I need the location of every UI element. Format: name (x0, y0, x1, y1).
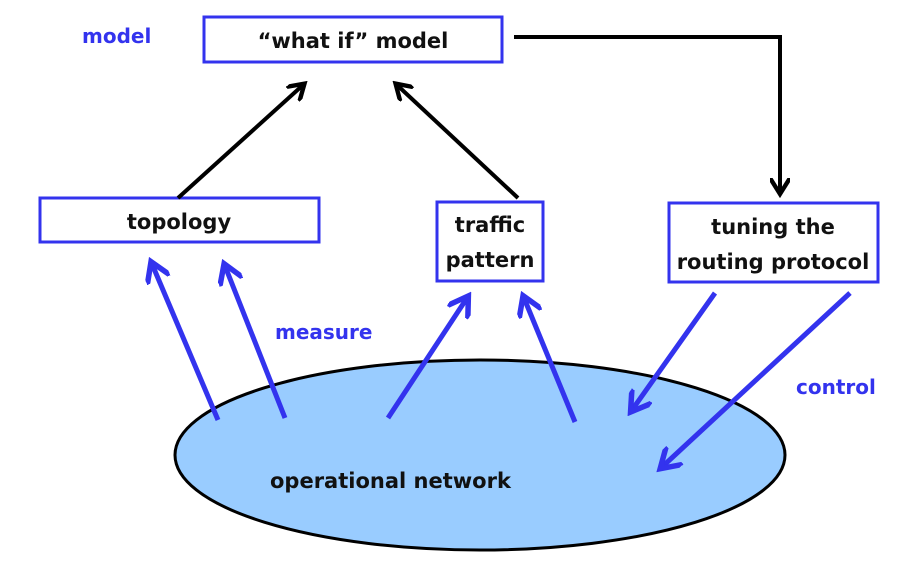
arrow-control-1 (632, 291, 718, 410)
tuning-routing-protocol-box (667, 201, 880, 284)
topology-box (38, 196, 321, 244)
arrow-topology-to-model (176, 85, 303, 200)
arrow-control-2 (662, 291, 852, 467)
control-side-label: control (796, 375, 876, 399)
traffic-label-line2: pattern (446, 248, 535, 272)
tuning-label-line1: tuning the (711, 215, 835, 239)
arrow-traffic-to-model (397, 85, 520, 200)
operational-network-ellipse (173, 358, 787, 552)
arrow-measure-topology-2 (225, 266, 288, 419)
what-if-model-box (202, 15, 504, 64)
model-side-label: model (82, 24, 152, 48)
measure-side-label: measure (275, 320, 373, 344)
arrow-measure-traffic-1 (385, 298, 467, 420)
arrow-measure-traffic-2 (524, 298, 578, 423)
topology-label: topology (127, 210, 232, 234)
operational-network-label: operational network (270, 469, 512, 493)
traffic-pattern-box (435, 200, 545, 283)
arrow-measure-topology-1 (152, 264, 221, 421)
traffic-label-line1: traffic (455, 213, 525, 237)
what-if-model-label: “what if” model (258, 29, 449, 53)
arrow-model-to-tuning (514, 35, 780, 192)
tuning-label-line2: routing protocol (677, 250, 870, 274)
